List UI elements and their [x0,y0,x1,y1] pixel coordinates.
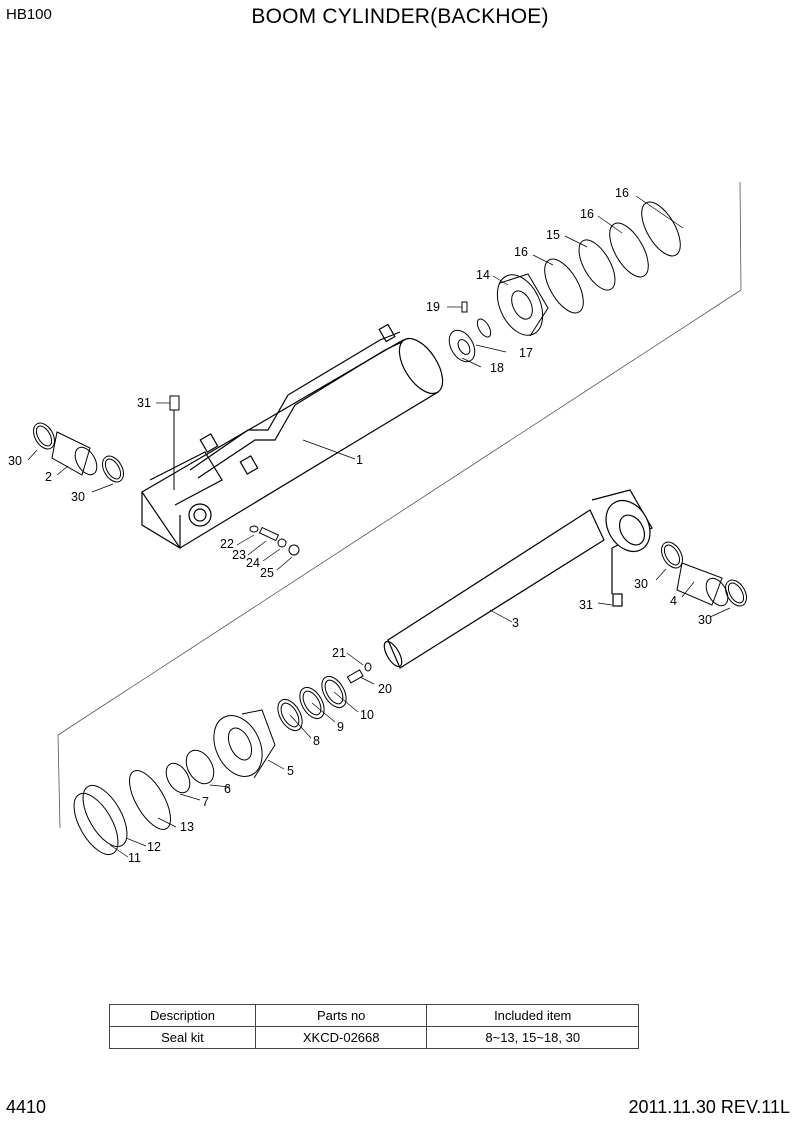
column-header: Parts no [254,1004,428,1027]
check-valve-parts [249,525,300,556]
bushing-right [661,541,747,607]
page-title: BOOM CYLINDER(BACKHOE) [251,5,549,28]
callout-label: 31 [137,396,151,410]
callout-label: 31 [579,598,593,612]
rod-cover [213,709,276,779]
cylinder-tube [141,323,444,550]
callout-label: 23 [232,548,246,562]
callout-label: 30 [71,490,85,504]
callout-label: 6 [224,782,231,796]
callout-label: 30 [698,613,712,627]
callout-label: 30 [634,577,648,591]
column-header: Included item [426,1004,639,1027]
table-cell: Seal kit [109,1026,256,1049]
revision-date: 2011.11.30 REV.11L [628,1097,790,1117]
piston [496,273,549,337]
callout-label: 19 [426,300,440,314]
callout-label: 8 [313,734,320,748]
callout-label: 9 [337,720,344,734]
bushing-left [33,422,124,483]
callout-label: 18 [490,361,504,375]
model-code: HB100 [6,6,52,23]
callout-label: 21 [332,646,346,660]
callout-label: 13 [180,820,194,834]
callout-label: 25 [260,566,274,580]
callout-labels: 16 16 15 16 14 19 17 18 31 1 30 2 30 22 … [8,186,712,865]
seal-rings-gland [73,675,347,856]
table-header-row: Description Parts no Included item [109,1004,639,1027]
callout-label: 3 [512,616,519,630]
table-cell: 8~13, 15~18, 30 [426,1026,639,1049]
callout-label: 10 [360,708,374,722]
callout-label: 11 [128,851,141,865]
callout-label: 16 [514,245,528,259]
callout-label: 14 [476,268,490,282]
column-header: Description [109,1004,256,1027]
leader-lines [27,195,731,858]
callout-label: 2 [45,470,52,484]
table-cell: XKCD-02668 [254,1026,428,1049]
callout-label: 5 [287,764,294,778]
callout-label: 15 [546,228,560,242]
callout-label: 22 [220,537,234,551]
callout-label: 16 [580,207,594,221]
callout-label: 1 [356,453,363,467]
frame-outline [57,181,742,829]
page-number: 4410 [6,1097,47,1117]
seal-kit-table: Description Parts no Included item Seal … [109,1004,639,1049]
callout-label: 12 [147,840,161,854]
callout-label: 16 [615,186,629,200]
callout-label: 30 [8,454,22,468]
callout-label: 24 [246,556,260,570]
table-row: Seal kit XKCD-02668 8~13, 15~18, 30 [109,1026,639,1049]
rod-pin-parts [346,662,372,684]
piston-rod [383,489,653,669]
callout-label: 4 [670,594,677,608]
callout-label: 17 [519,346,533,360]
callout-label: 20 [378,682,392,696]
callout-label: 7 [202,795,209,809]
lock-nut [448,301,476,363]
